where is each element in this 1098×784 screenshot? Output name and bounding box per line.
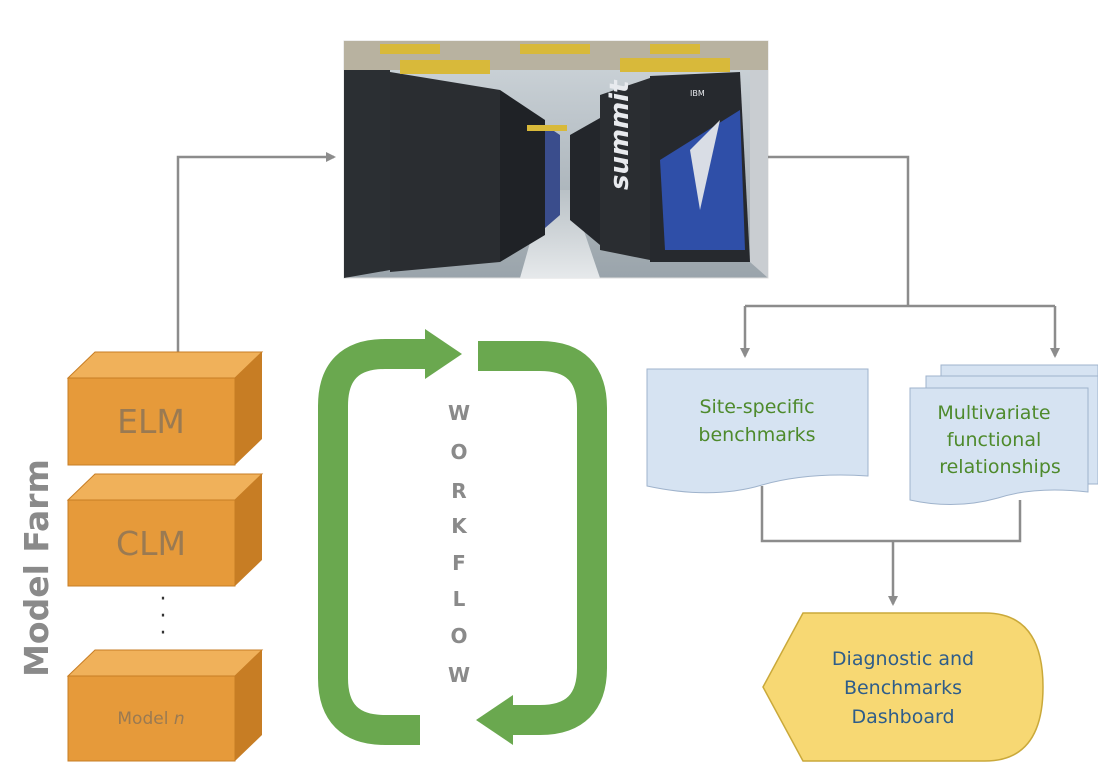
model-farm-title: Model Farm <box>17 459 56 677</box>
workflow-arrow-right <box>478 341 607 735</box>
dashboard-display: Diagnostic and Benchmarks Dashboard <box>762 612 1044 762</box>
dashboard-line-2: Benchmarks <box>844 677 962 699</box>
connector-merge-outputs <box>760 486 1022 543</box>
summit-brand-text: summit <box>605 79 635 190</box>
document-site-benchmarks: Site-specific benchmarks <box>646 368 869 494</box>
workflow-letter: L <box>453 587 466 611</box>
workflow-label: W O R K F L O W <box>448 401 470 687</box>
dashboard-line-1: Diagnostic and <box>832 648 974 670</box>
workflow-arrow-left <box>318 339 434 745</box>
supercomputer-photo: summit IBM <box>343 40 769 279</box>
document-multivariate: Multivariate functional relationships <box>909 364 1098 505</box>
multivariate-line-3: relationships <box>939 456 1061 478</box>
model-label-n: Model n <box>117 709 184 729</box>
workflow-arrowhead-top <box>425 329 462 379</box>
model-ellipsis: · · · <box>160 587 167 646</box>
connector-supercomputer-out <box>768 155 910 306</box>
workflow-letter: R <box>451 479 466 503</box>
svg-text:·: · <box>160 604 167 629</box>
workflow-letter: O <box>450 440 467 464</box>
ibm-brand-text: IBM <box>690 89 705 98</box>
workflow-arrowhead-bottom <box>476 695 513 745</box>
workflow-letter: F <box>452 551 466 575</box>
multivariate-line-2: functional <box>947 429 1042 451</box>
dashboard-line-3: Dashboard <box>851 706 954 728</box>
svg-text:·: · <box>160 587 167 612</box>
workflow-letter: K <box>451 514 468 538</box>
site-benchmarks-line-2: benchmarks <box>698 424 815 446</box>
site-benchmarks-line-1: Site-specific <box>699 396 814 418</box>
model-cube-clm: CLM <box>66 473 264 587</box>
workflow-letter: O <box>450 624 467 648</box>
multivariate-line-1: Multivariate <box>937 402 1050 424</box>
model-cube-elm: ELM <box>66 351 264 466</box>
workflow-cycle-arrows <box>318 329 607 745</box>
model-label-clm: CLM <box>116 524 186 563</box>
workflow-letter: W <box>448 401 470 425</box>
connector-farm-to-supercomputer <box>176 152 336 352</box>
model-label-elm: ELM <box>117 402 185 441</box>
workflow-letter: W <box>448 663 470 687</box>
svg-text:·: · <box>160 621 167 646</box>
model-cube-n: Model n <box>66 649 264 762</box>
